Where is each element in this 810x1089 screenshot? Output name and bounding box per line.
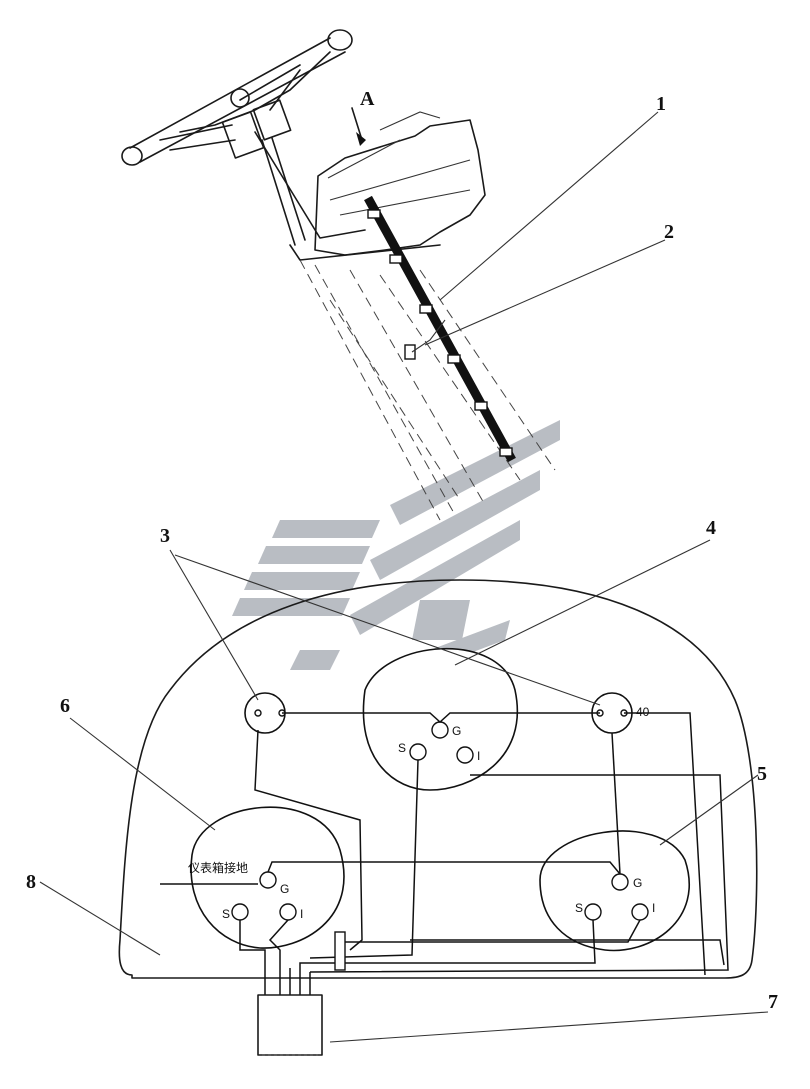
- connector-box: [257, 994, 323, 1056]
- column-housing: [289, 111, 486, 261]
- gauge-right: [539, 830, 691, 952]
- left-s-label: S: [222, 907, 230, 921]
- indicator-right: 40: [591, 692, 650, 734]
- indicator-left: [244, 692, 286, 734]
- callout-4: 4: [706, 517, 716, 539]
- gauge-center: [362, 647, 518, 791]
- watermark-logo: [232, 420, 560, 670]
- center-g-label: G: [452, 724, 461, 738]
- column-dashed-lines: [299, 259, 556, 521]
- center-s-label: S: [398, 741, 406, 755]
- left-gauge-ground-label: 仪表箱接地: [188, 860, 248, 875]
- center-i-label: I: [477, 749, 480, 763]
- panel-wiring: [160, 712, 729, 995]
- callout-6: 6: [60, 695, 70, 717]
- right-g-label: G: [633, 876, 642, 890]
- indicator-right-tag: 40: [636, 705, 650, 719]
- right-i-label: I: [652, 901, 655, 915]
- callout-8: 8: [26, 871, 36, 893]
- callout-7: 7: [768, 991, 778, 1013]
- callout-labels: 1 2 3 4 5 6 7 8: [26, 93, 778, 1013]
- callout-1: 1: [656, 93, 666, 115]
- callout-3: 3: [160, 525, 170, 547]
- wiring-harness: [364, 195, 516, 463]
- steering-wheel: [121, 29, 353, 166]
- instrument-panel: [118, 579, 758, 979]
- view-arrow-a: A: [351, 88, 375, 146]
- leader-lines: [39, 111, 769, 1043]
- steering-column: [254, 131, 366, 246]
- view-label: A: [360, 88, 375, 110]
- right-s-label: S: [575, 901, 583, 915]
- left-g-label: G: [280, 882, 289, 896]
- callout-5: 5: [757, 763, 767, 785]
- left-i-label: I: [300, 907, 303, 921]
- gauge-terminals: G S I G S I 仪表箱接地 G S I: [188, 721, 655, 921]
- callout-2: 2: [664, 221, 674, 243]
